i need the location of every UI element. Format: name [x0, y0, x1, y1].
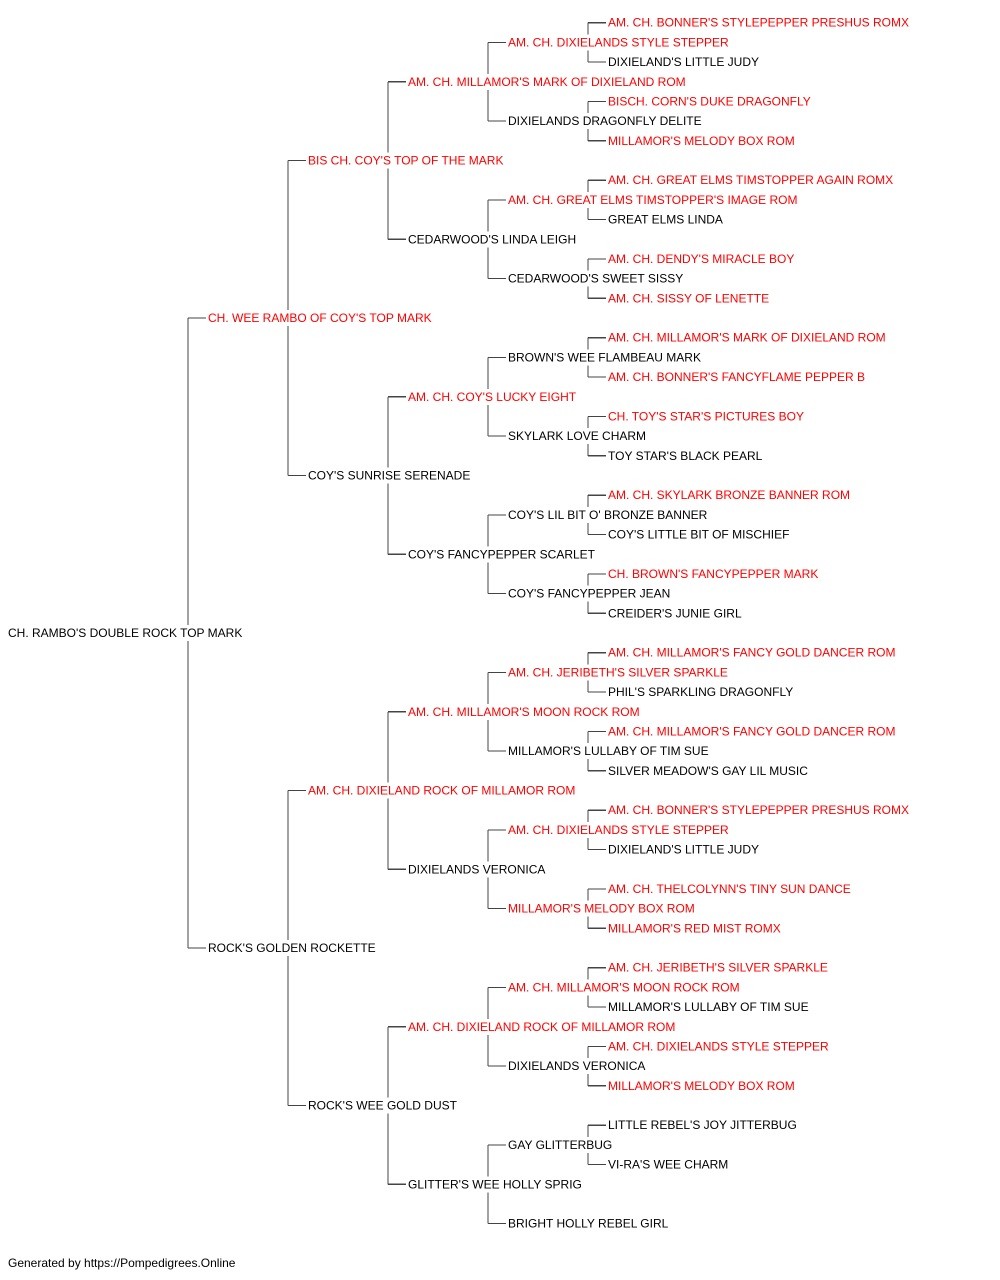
pedigree-entry-gen5[interactable]: AM. CH. MILLAMOR'S FANCY GOLD DANCER ROM — [608, 646, 895, 660]
pedigree-entry-gen5[interactable]: AM. CH. SKYLARK BRONZE BANNER ROM — [608, 488, 850, 502]
pedigree-entry-gen5[interactable]: AM. CH. DENDY'S MIRACLE BOY — [608, 252, 794, 266]
pedigree-entry-gen5[interactable]: AM. CH. JERIBETH'S SILVER SPARKLE — [608, 961, 828, 975]
pedigree-entry-gen4[interactable]: AM. CH. DIXIELANDS STYLE STEPPER — [508, 823, 729, 837]
pedigree-entry-gen5[interactable]: MILLAMOR'S MELODY BOX ROM — [608, 134, 795, 148]
pedigree-entry-gen4[interactable]: AM. CH. JERIBETH'S SILVER SPARKLE — [508, 665, 728, 679]
pedigree-entry-gen5[interactable]: MILLAMOR'S RED MIST ROMX — [608, 921, 781, 935]
pedigree-entry-gen5[interactable]: AM. CH. MILLAMOR'S FANCY GOLD DANCER ROM — [608, 724, 895, 738]
pedigree-entry-gen3[interactable]: AM. CH. COY'S LUCKY EIGHT — [408, 390, 577, 404]
pedigree-tree: CH. RAMBO'S DOUBLE ROCK TOP MARK CH. WEE … — [8, 16, 909, 1231]
pedigree-entry-gen2[interactable]: COY'S SUNRISE SERENADE — [308, 469, 470, 483]
pedigree-entry-gen4[interactable]: GAY GLITTERBUG — [508, 1138, 612, 1152]
pedigree-entry-gen5[interactable]: BISCH. CORN'S DUKE DRAGONFLY — [608, 94, 811, 108]
pedigree-entry-gen5[interactable]: AM. CH. BONNER'S STYLEPEPPER PRESHUS ROM… — [608, 16, 909, 30]
pedigree-entry-gen5[interactable]: TOY STAR'S BLACK PEARL — [608, 449, 763, 463]
pedigree-entry-gen4[interactable]: MILLAMOR'S LULLABY OF TIM SUE — [508, 744, 709, 758]
pedigree-entry-gen2[interactable]: ROCK'S WEE GOLD DUST — [308, 1099, 458, 1113]
pedigree-entry-gen5[interactable]: VI-RA'S WEE CHARM — [608, 1158, 728, 1172]
pedigree-entry-gen4[interactable]: AM. CH. MILLAMOR'S MOON ROCK ROM — [508, 980, 740, 994]
pedigree-entry-gen5[interactable]: GREAT ELMS LINDA — [608, 213, 723, 227]
pedigree-entry-gen3[interactable]: AM. CH. DIXIELAND ROCK OF MILLAMOR ROM — [408, 1020, 675, 1034]
pedigree-entry-gen4[interactable]: COY'S LIL BIT O' BRONZE BANNER — [508, 508, 708, 522]
pedigree-entry-gen3[interactable]: DIXIELANDS VERONICA — [408, 862, 545, 876]
pedigree-entry-gen3[interactable]: CEDARWOOD'S LINDA LEIGH — [408, 232, 576, 246]
pedigree-entry-gen4[interactable]: SKYLARK LOVE CHARM — [508, 429, 646, 443]
pedigree-entry-gen5[interactable]: SILVER MEADOW'S GAY LIL MUSIC — [608, 764, 808, 778]
pedigree-entry-gen3[interactable]: GLITTER'S WEE HOLLY SPRIG — [408, 1177, 582, 1191]
pedigree-entry-gen5[interactable]: AM. CH. THELCOLYNN'S TINY SUN DANCE — [608, 882, 851, 896]
pedigree-entry-gen4[interactable]: BROWN'S WEE FLAMBEAU MARK — [508, 350, 701, 364]
pedigree-entry-gen5[interactable]: DIXIELAND'S LITTLE JUDY — [608, 843, 759, 857]
pedigree-entry-gen5[interactable]: DIXIELAND'S LITTLE JUDY — [608, 55, 759, 69]
pedigree-entry-gen4[interactable]: AM. CH. GREAT ELMS TIMSTOPPER'S IMAGE RO… — [508, 193, 797, 207]
pedigree-entry-gen4[interactable]: DIXIELANDS VERONICA — [508, 1059, 645, 1073]
pedigree-entry-gen5[interactable]: AM. CH. DIXIELANDS STYLE STEPPER — [608, 1039, 829, 1053]
pedigree-entry-gen5[interactable]: CREIDER'S JUNIE GIRL — [608, 606, 742, 620]
pedigree-entry-gen5[interactable]: MILLAMOR'S LULLABY OF TIM SUE — [608, 1000, 809, 1014]
pedigree-entry-gen4[interactable]: MILLAMOR'S MELODY BOX ROM — [508, 902, 695, 916]
pedigree-entry-gen5[interactable]: AM. CH. GREAT ELMS TIMSTOPPER AGAIN ROMX — [608, 173, 893, 187]
pedigree-entry-gen4[interactable]: BRIGHT HOLLY REBEL GIRL — [508, 1217, 669, 1231]
pedigree-entry-gen2[interactable]: AM. CH. DIXIELAND ROCK OF MILLAMOR ROM — [308, 784, 575, 798]
pedigree-entry-gen5[interactable]: MILLAMOR'S MELODY BOX ROM — [608, 1079, 795, 1093]
pedigree-entry-gen4[interactable]: COY'S FANCYPEPPER JEAN — [508, 587, 670, 601]
pedigree-entry-gen5[interactable]: AM. CH. BONNER'S FANCYFLAME PEPPER B — [608, 370, 865, 384]
pedigree-entry-gen5[interactable]: AM. CH. MILLAMOR'S MARK OF DIXIELAND ROM — [608, 331, 886, 345]
pedigree-entry-gen5[interactable]: AM. CH. SISSY OF LENETTE — [608, 291, 769, 305]
pedigree-entry-gen2[interactable]: BIS CH. COY'S TOP OF THE MARK — [308, 154, 503, 168]
pedigree-entry-gen0[interactable]: CH. RAMBO'S DOUBLE ROCK TOP MARK — [8, 626, 242, 640]
pedigree-entry-gen4[interactable]: CEDARWOOD'S SWEET SISSY — [508, 272, 683, 286]
pedigree-entry-gen3[interactable]: COY'S FANCYPEPPER SCARLET — [408, 547, 596, 561]
pedigree-entry-gen1[interactable]: ROCK'S GOLDEN ROCKETTE — [208, 941, 376, 955]
pedigree-entry-gen5[interactable]: COY'S LITTLE BIT OF MISCHIEF — [608, 528, 789, 542]
pedigree-entry-gen5[interactable]: CH. BROWN'S FANCYPEPPER MARK — [608, 567, 818, 581]
pedigree-entry-gen5[interactable]: CH. TOY'S STAR'S PICTURES BOY — [608, 409, 804, 423]
pedigree-entry-gen5[interactable]: LITTLE REBEL'S JOY JITTERBUG — [608, 1118, 797, 1132]
pedigree-entry-gen5[interactable]: AM. CH. BONNER'S STYLEPEPPER PRESHUS ROM… — [608, 803, 909, 817]
pedigree-entry-gen4[interactable]: DIXIELANDS DRAGONFLY DELITE — [508, 114, 702, 128]
footer-credit: Generated by https://Pompedigrees.Online — [8, 1256, 236, 1270]
pedigree-entry-gen1[interactable]: CH. WEE RAMBO OF COY'S TOP MARK — [208, 311, 432, 325]
pedigree-entry-gen3[interactable]: AM. CH. MILLAMOR'S MARK OF DIXIELAND ROM — [408, 75, 686, 89]
pedigree-entry-gen5[interactable]: PHIL'S SPARKLING DRAGONFLY — [608, 685, 793, 699]
pedigree-entry-gen4[interactable]: AM. CH. DIXIELANDS STYLE STEPPER — [508, 35, 729, 49]
pedigree-entry-gen3[interactable]: AM. CH. MILLAMOR'S MOON ROCK ROM — [408, 705, 640, 719]
